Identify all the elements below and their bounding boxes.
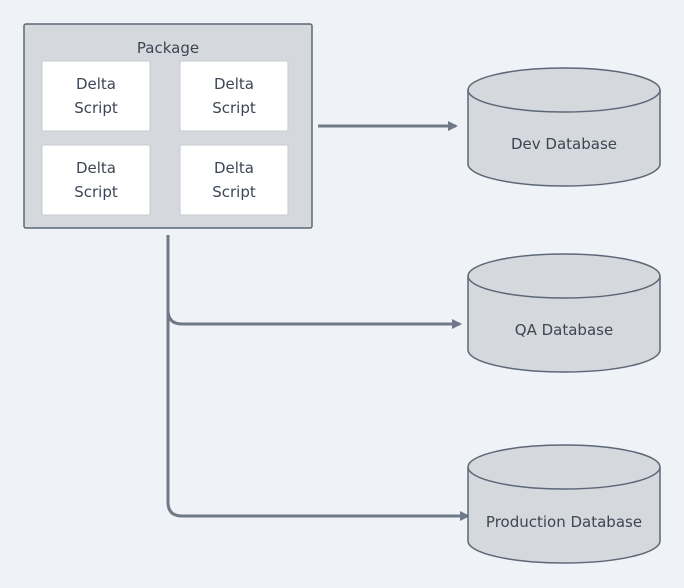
package-title: Package (137, 39, 199, 57)
qa-database: QA Database (467, 253, 661, 373)
database-label: Production Database (486, 513, 642, 531)
delta-script-label: Script (212, 183, 256, 201)
arrow-to-qa (166, 309, 462, 329)
delta-script-4: Delta Script (179, 144, 289, 216)
delta-script-box (179, 144, 289, 216)
delta-script-label: Delta (76, 159, 116, 177)
delta-script-3: Delta Script (41, 144, 151, 216)
delta-script-box (41, 60, 151, 132)
database-cylinder-top (467, 67, 661, 113)
arrow-to-production (166, 501, 470, 521)
delta-script-label: Script (74, 183, 118, 201)
database-cylinder-top (467, 253, 661, 299)
database-label: Dev Database (511, 135, 617, 153)
database-cylinder-body (467, 90, 661, 187)
connectors (166, 121, 470, 521)
delta-script-2: Delta Script (179, 60, 289, 132)
delta-script-label: Delta (214, 159, 254, 177)
database-cylinder-body (467, 467, 661, 564)
dev-database: Dev Database (467, 67, 661, 187)
delta-script-label: Delta (76, 75, 116, 93)
delta-script-box (179, 60, 289, 132)
delta-script-label: Delta (214, 75, 254, 93)
database-cylinder-body (467, 276, 661, 373)
database-label: QA Database (515, 321, 613, 339)
database-cylinder-top (467, 444, 661, 490)
delta-script-1: Delta Script (41, 60, 151, 132)
delta-script-box (41, 144, 151, 216)
delta-script-label: Script (74, 99, 118, 117)
delta-script-label: Script (212, 99, 256, 117)
production-database: Production Database (467, 444, 661, 564)
